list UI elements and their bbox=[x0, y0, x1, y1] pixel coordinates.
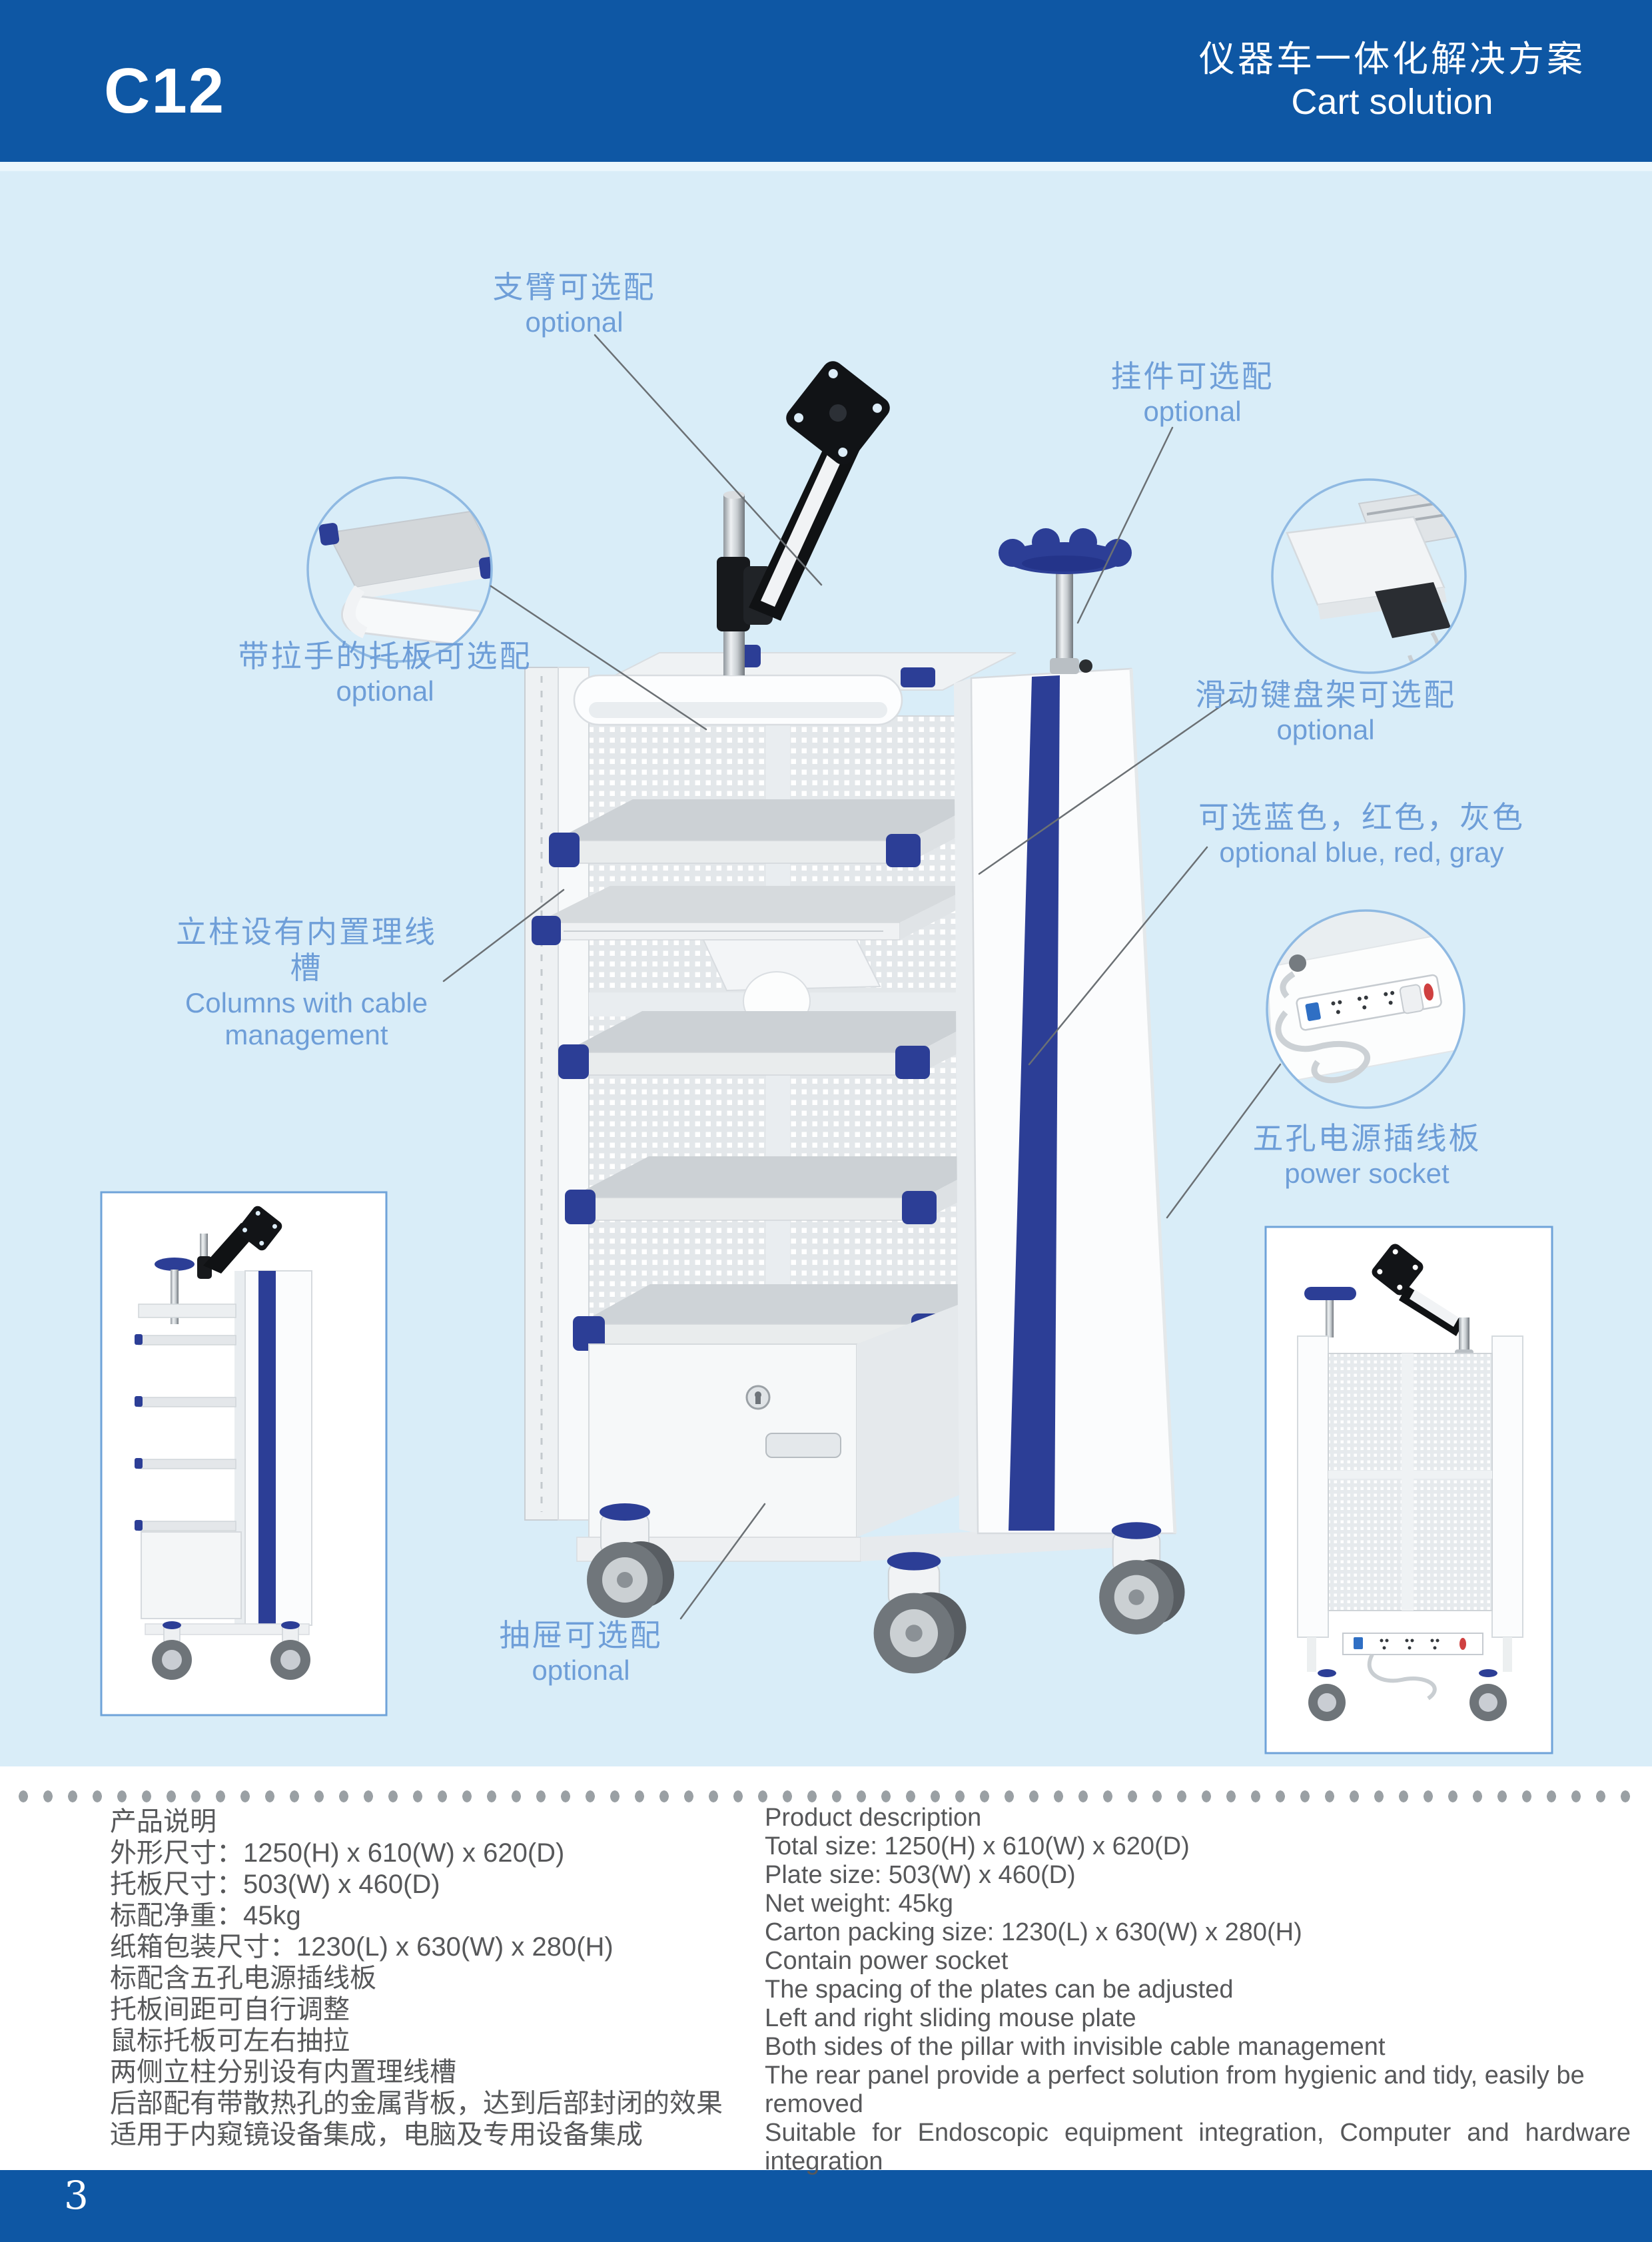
callout-cable-columns-en: Columns with cable management bbox=[185, 987, 428, 1050]
description-zh-line: 标配含五孔电源插线板 bbox=[110, 1964, 376, 1993]
callout-drawer: 抽屉可选配 optional bbox=[408, 1617, 754, 1686]
callout-arm-mount-en: optional bbox=[525, 306, 623, 338]
callout-color-options: 可选蓝色，红色，灰色 optional blue, red, gray bbox=[1162, 799, 1561, 869]
description-en-line: Suitable for Endoscopic equipment integr… bbox=[765, 2119, 1631, 2175]
callout-drawer-en: optional bbox=[532, 1655, 630, 1686]
dotted-separator bbox=[17, 1790, 1635, 1802]
description-zh-line: 两侧立柱分别设有内置理线槽 bbox=[110, 2057, 456, 2087]
page-title-zh: 仪器车一体化解决方案 bbox=[1199, 39, 1585, 79]
description-en-title: Product description bbox=[765, 1804, 982, 1832]
description-en-line: Net weight: 45kg bbox=[765, 1890, 954, 1918]
page-number: 3 bbox=[64, 2173, 89, 2218]
description-en-line: The spacing of the plates can be adjuste… bbox=[765, 1976, 1234, 2004]
callout-color-options-en: optional blue, red, gray bbox=[1219, 837, 1504, 868]
callout-handle-plate: 带拉手的托板可选配 optional bbox=[212, 638, 558, 707]
callout-hanger: 挂件可选配 optional bbox=[1019, 358, 1366, 428]
callout-keyboard: 滑动键盘架可选配 optional bbox=[1152, 677, 1499, 746]
description-zh: 产品说明 外形尺寸：1250(H) x 610(W) x 620(D) 托板尺寸… bbox=[110, 1806, 776, 2151]
callout-drawer-zh: 抽屉可选配 bbox=[499, 1618, 663, 1653]
description-zh-line: 鼠标托板可左右抽拉 bbox=[110, 2026, 350, 2055]
description-zh-line: 适用于内窥镜设备集成，电脑及专用设备集成 bbox=[110, 2120, 643, 2149]
callout-power-socket: 五孔电源插线板 power socket bbox=[1194, 1120, 1540, 1190]
callout-power-socket-en: power socket bbox=[1284, 1158, 1449, 1189]
description-zh-line: 托板间距可自行调整 bbox=[110, 1995, 350, 2024]
callout-cable-columns: 立柱设有内置理线槽 Columns with cable management bbox=[173, 914, 440, 1051]
description-zh-line: 托板尺寸：503(W) x 460(D) bbox=[110, 1870, 440, 1899]
description-en-line: Both sides of the pillar with invisible … bbox=[765, 2033, 1386, 2061]
page-title: 仪器车一体化解决方案 Cart solution bbox=[1199, 37, 1585, 123]
description-en-line: Total size: 1250(H) x 610(W) x 620(D) bbox=[765, 1832, 1190, 1860]
product-model: C12 bbox=[104, 55, 226, 127]
callout-hanger-zh: 挂件可选配 bbox=[1110, 359, 1274, 394]
description-zh-line: 外形尺寸：1250(H) x 610(W) x 620(D) bbox=[110, 1838, 565, 1868]
description-en-line: Left and right sliding mouse plate bbox=[765, 2004, 1136, 2032]
description-en-line: Plate size: 503(W) x 460(D) bbox=[765, 1861, 1076, 1889]
description-zh-title: 产品说明 bbox=[110, 1807, 216, 1836]
page-footer-bar bbox=[0, 2170, 1652, 2242]
header-divider bbox=[0, 162, 1652, 171]
description-en-line: The rear panel provide a perfect solutio… bbox=[765, 2061, 1585, 2118]
description-en-line: Contain power socket bbox=[765, 1947, 1009, 1975]
page-title-en: Cart solution bbox=[1291, 82, 1493, 122]
callout-handle-plate-zh: 带拉手的托板可选配 bbox=[238, 639, 532, 673]
callout-keyboard-en: optional bbox=[1276, 714, 1375, 745]
callout-arm-mount-zh: 支臂可选配 bbox=[492, 270, 656, 304]
description-en: Product description Total size: 1250(H) … bbox=[765, 1804, 1631, 2176]
description-en-line: Carton packing size: 1230(L) x 630(W) x … bbox=[765, 1918, 1302, 1946]
description-zh-line: 后部配有带散热孔的金属背板，达到后部封闭的效果 bbox=[110, 2089, 723, 2118]
description-zh-line: 标配净重：45kg bbox=[110, 1901, 301, 1930]
page-header-bar: C12 仪器车一体化解决方案 Cart solution bbox=[0, 0, 1652, 162]
description-zh-line: 纸箱包装尺寸：1230(L) x 630(W) x 280(H) bbox=[110, 1932, 614, 1962]
callout-handle-plate-en: optional bbox=[336, 675, 434, 707]
callout-cable-columns-zh: 立柱设有内置理线槽 bbox=[176, 915, 437, 985]
callout-keyboard-zh: 滑动键盘架可选配 bbox=[1195, 677, 1456, 712]
callout-hanger-en: optional bbox=[1143, 396, 1242, 427]
callout-arm-mount: 支臂可选配 optional bbox=[401, 269, 747, 338]
callout-color-options-zh: 可选蓝色，红色，灰色 bbox=[1198, 800, 1525, 835]
callout-power-socket-zh: 五孔电源插线板 bbox=[1252, 1121, 1481, 1156]
